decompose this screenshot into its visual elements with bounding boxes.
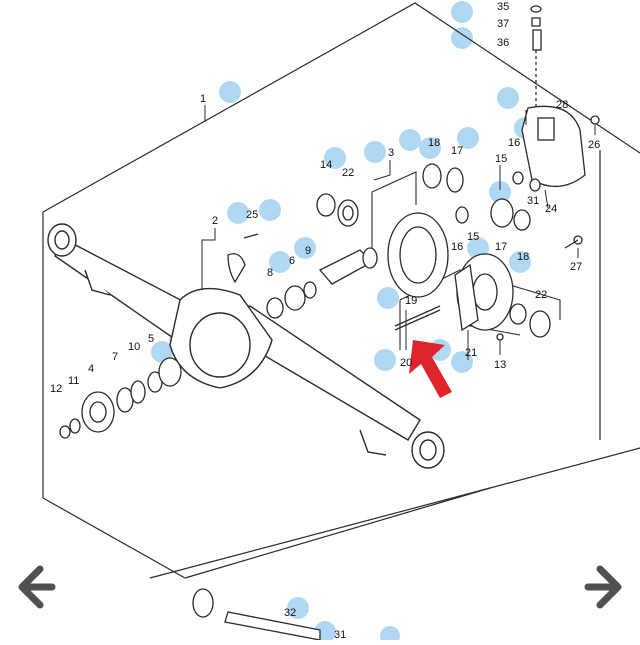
part-label-2: 2: [212, 215, 218, 227]
part-label-9: 9: [305, 245, 311, 257]
part-label-17b: 17: [495, 241, 507, 253]
part-label-3: 3: [388, 147, 394, 159]
part-label-37: 37: [497, 18, 509, 30]
pinion-components: [227, 193, 378, 319]
leader-lines: [201, 105, 596, 360]
part-label-21: 21: [465, 347, 477, 359]
assembly-outline: [42, 2, 640, 579]
left-components: [59, 357, 182, 439]
axle-housing: [47, 223, 445, 469]
part-label-22a: 22: [342, 167, 354, 179]
part-label-25: 25: [246, 209, 258, 221]
part-label-17a: 17: [451, 145, 463, 157]
part-label-36: 36: [497, 37, 509, 49]
part-label-35: 35: [497, 1, 509, 13]
cover-components: [512, 5, 600, 249]
lower-shaft: [192, 588, 321, 641]
part-label-22b: 22: [535, 289, 547, 301]
part-label-6: 6: [289, 255, 295, 267]
part-label-5: 5: [148, 333, 154, 345]
part-label-15b: 15: [467, 231, 479, 243]
part-label-11: 11: [68, 375, 79, 387]
ring-gear-assembly: [387, 163, 551, 341]
part-label-18a: 18: [428, 137, 440, 149]
part-label-12: 12: [50, 383, 62, 395]
part-label-18b: 18: [517, 251, 529, 263]
part-label-7: 7: [112, 351, 118, 363]
part-label-16a: 16: [508, 137, 520, 149]
part-label-26: 26: [588, 139, 600, 151]
part-label-13: 13: [494, 359, 506, 371]
part-label-32: 32: [284, 607, 296, 619]
part-label-16b: 16: [451, 241, 463, 253]
part-label-15a: 15: [495, 153, 507, 165]
part-label-31: 31: [334, 629, 346, 640]
part-label-27: 28: [556, 99, 568, 111]
arrow-right-icon[interactable]: [584, 563, 632, 611]
part-label-23: 24: [545, 203, 557, 215]
part-labels: 35 37 36 1 28 26 16 3 18 17 14 22 15 31 …: [50, 1, 600, 641]
part-label-14: 14: [320, 159, 332, 171]
part-label-10: 10: [128, 341, 140, 353]
part-label-8: 8: [267, 267, 273, 279]
part-label-20: 20: [400, 357, 412, 369]
part-label-4: 4: [88, 363, 94, 375]
part-label-1: 1: [200, 93, 206, 105]
arrow-left-icon[interactable]: [8, 563, 56, 611]
part-label-24: 27: [570, 261, 582, 273]
pointer-arrow: [409, 340, 452, 398]
part-label-28: 31: [527, 195, 539, 207]
part-label-19: 19: [405, 295, 417, 307]
